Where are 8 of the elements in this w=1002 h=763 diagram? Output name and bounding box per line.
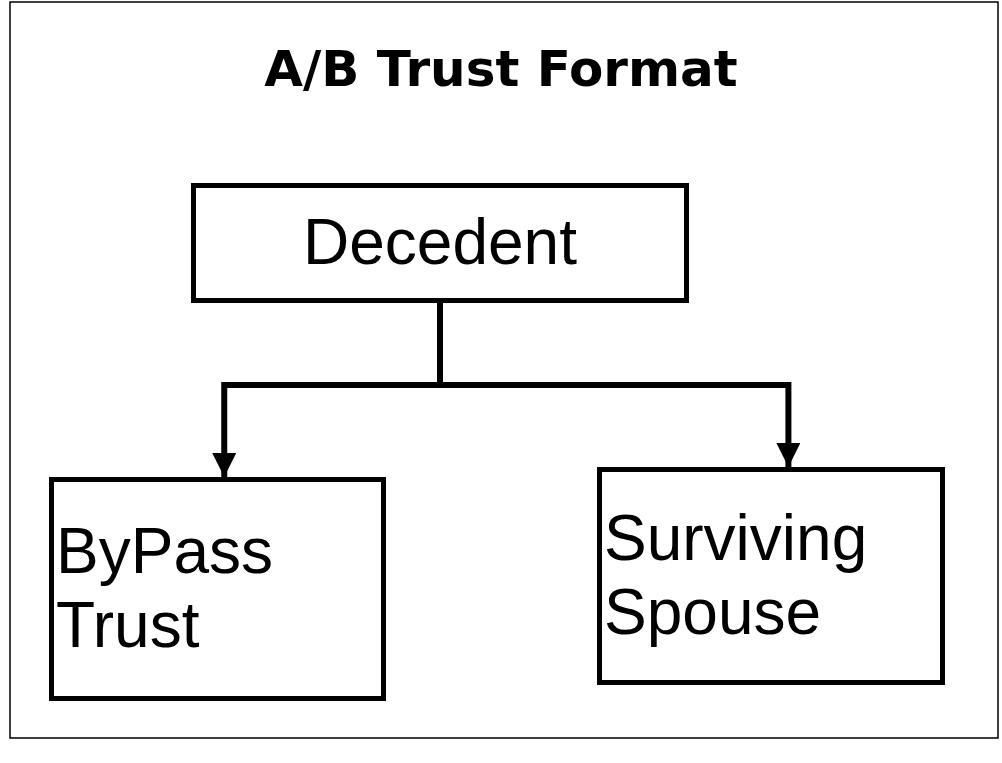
box-label: Decedent bbox=[303, 206, 577, 280]
process-box bbox=[49, 477, 386, 701]
box-label: ByPass Trust bbox=[56, 515, 274, 663]
process-box bbox=[191, 183, 689, 303]
process-box bbox=[597, 467, 945, 685]
connector-arrow bbox=[437, 303, 801, 467]
title: A/B Trust Format bbox=[263, 40, 739, 98]
box-label: Surviving Spouse bbox=[604, 502, 869, 650]
